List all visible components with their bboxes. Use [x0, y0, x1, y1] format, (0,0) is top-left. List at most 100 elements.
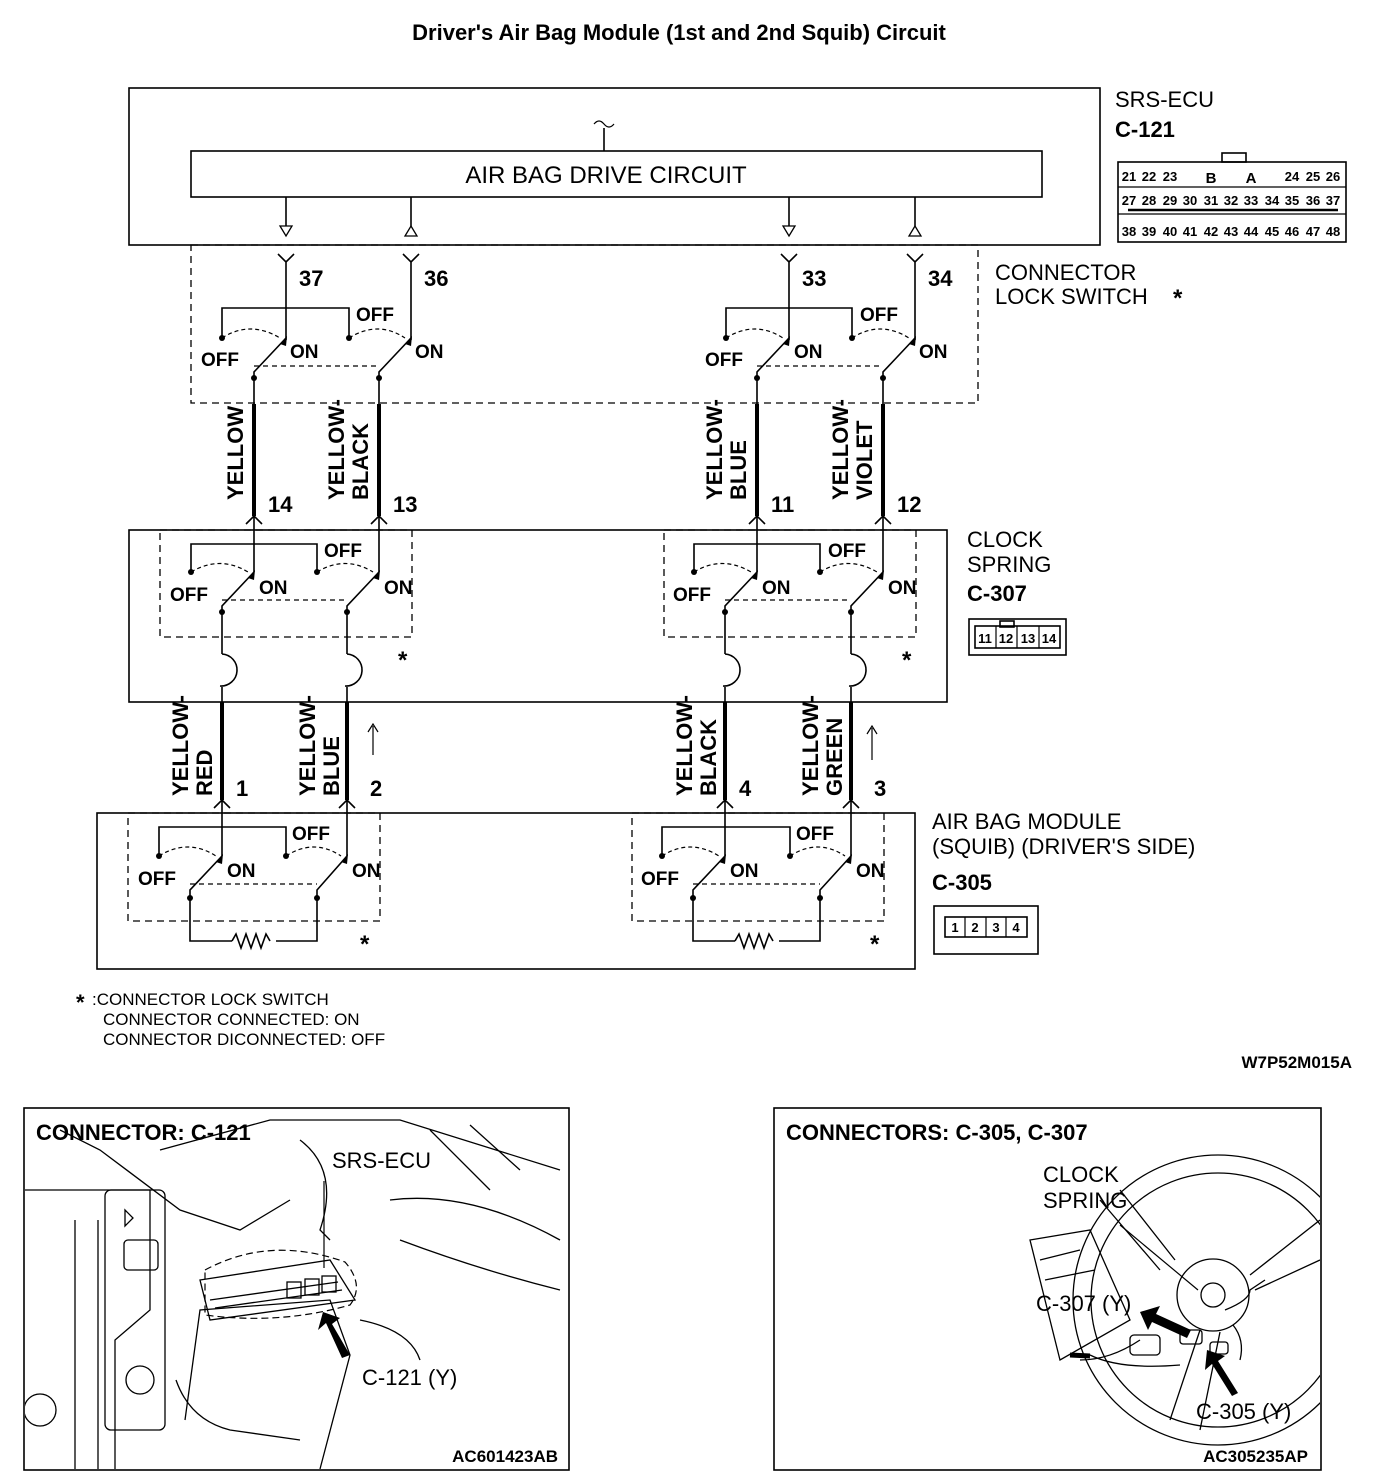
clock-spring-label-2: SPRING: [967, 552, 1051, 577]
c121-connector-face: [1117, 152, 1347, 243]
air-bag-module-box: [96, 812, 916, 970]
ecu-switch-group-right: [723, 307, 916, 404]
pin-11: 11: [771, 492, 794, 517]
panel-right-c305-label: C-305 (Y): [1196, 1399, 1291, 1424]
ecu-switch-labels: OFF ON OFF ON OFF ON OFF ON: [201, 305, 948, 371]
clock-spring-box: [128, 529, 948, 703]
svg-text:OFF: OFF: [201, 350, 239, 371]
module-star-left: *: [360, 931, 370, 958]
module-label-1: AIR BAG MODULE: [932, 809, 1121, 834]
svg-text:ON: ON: [888, 578, 917, 599]
clock-spring-label-1: CLOCK: [967, 527, 1043, 552]
clock-spring-star-left: *: [398, 647, 408, 674]
svg-text:48: 48: [1326, 224, 1340, 239]
svg-text:36: 36: [1306, 193, 1320, 208]
svg-text:ON: ON: [919, 342, 948, 363]
wire-2-color2: BLUE: [319, 736, 344, 796]
pin-4: 4: [739, 776, 752, 801]
clock-spring-star-right: *: [902, 647, 912, 674]
svg-text:32: 32: [1224, 193, 1238, 208]
svg-text:ON: ON: [730, 861, 759, 882]
svg-text:A: A: [1246, 170, 1257, 187]
panel-left-title: CONNECTOR: C-121: [36, 1120, 251, 1145]
c121-illustration: [25, 1119, 561, 1469]
wire-4-color2: BLACK: [696, 719, 721, 796]
c121-pin-row1: 21 22 23 B A 24 25 26: [1122, 169, 1340, 187]
svg-text:ON: ON: [856, 861, 885, 882]
c307-label: C-307: [967, 581, 1027, 606]
svg-text:35: 35: [1285, 193, 1299, 208]
lock-switch-region: [190, 244, 979, 404]
svg-text:39: 39: [1142, 224, 1156, 239]
svg-text:ON: ON: [384, 578, 413, 599]
footnote-line-2: CONNECTOR CONNECTED: ON: [103, 1010, 360, 1029]
svg-text:OFF: OFF: [705, 350, 743, 371]
svg-text:B: B: [1206, 170, 1217, 187]
wire-12-color2: VIOLET: [852, 420, 877, 500]
module-switches-left: [156, 826, 348, 951]
clock-spring-switch-labels: OFF ON OFF ON OFF ON OFF ON: [170, 541, 917, 606]
air-bag-drive-circuit: [190, 150, 1043, 198]
module-lock-left: [127, 812, 381, 922]
wire-3-color2: GREEN: [822, 718, 847, 796]
pin-33: 33: [802, 266, 826, 291]
pin-14: 14: [268, 492, 293, 517]
footnote-line-3: CONNECTOR DICONNECTED: OFF: [103, 1030, 385, 1049]
svg-text:OFF: OFF: [170, 585, 208, 606]
lock-switch-label-1: CONNECTOR: [995, 260, 1136, 285]
wire-13-color2: BLACK: [348, 423, 373, 500]
svg-text:26: 26: [1326, 169, 1340, 184]
svg-text:40: 40: [1163, 224, 1177, 239]
svg-text:11: 11: [978, 631, 992, 646]
c305-label: C-305: [932, 870, 992, 895]
module-label-2: (SQUIB) (DRIVER'S SIDE): [932, 834, 1195, 859]
panel-right-title: CONNECTORS: C-305, C-307: [786, 1120, 1088, 1145]
clock-spring-switches-left: [188, 543, 380, 702]
panel-c305-c307: CONNECTORS: C-305, C-307 CLOCK SPRING C-…: [773, 1107, 1322, 1471]
module-star-right: *: [870, 931, 880, 958]
lock-switch-star: *: [1173, 285, 1183, 312]
panel-left-conn-label: C-121 (Y): [362, 1365, 457, 1390]
wire-11-color2: BLUE: [726, 440, 751, 500]
pin-2: 2: [370, 776, 382, 801]
pin-13: 13: [393, 492, 417, 517]
pin-34: 34: [928, 266, 953, 291]
pin-36: 36: [424, 266, 448, 291]
svg-text:OFF: OFF: [356, 305, 394, 326]
svg-text:OFF: OFF: [641, 869, 679, 890]
wire-1-color2: RED: [192, 750, 217, 796]
svg-text:OFF: OFF: [796, 824, 834, 845]
drive-circuit-label: AIR BAG DRIVE CIRCUIT: [465, 162, 747, 189]
footnote-line-1: :CONNECTOR LOCK SWITCH: [92, 990, 329, 1009]
diagram-title: Driver's Air Bag Module (1st and 2nd Squ…: [412, 20, 946, 45]
svg-text:OFF: OFF: [324, 541, 362, 562]
svg-text:4: 4: [1012, 920, 1020, 935]
svg-text:25: 25: [1306, 169, 1320, 184]
svg-text:33: 33: [1244, 193, 1258, 208]
svg-text:44: 44: [1244, 224, 1259, 239]
wire-1-color1: YELLOW-: [168, 695, 193, 796]
svg-text:23: 23: [1163, 169, 1177, 184]
clock-spring-illustration: [1029, 1154, 1320, 1446]
panel-right-c307-label: C-307 (Y): [1036, 1291, 1131, 1316]
clock-spring-lock-left: [159, 529, 413, 638]
panel-c121: CONNECTOR: C-121 SRS-ECU C-121 (Y) AC601…: [23, 1107, 570, 1471]
ecu-outputs: [278, 197, 923, 238]
svg-text:OFF: OFF: [860, 305, 898, 326]
svg-text:ON: ON: [259, 578, 288, 599]
wire-11-color1: YELLOW-: [702, 399, 727, 500]
svg-text:ON: ON: [352, 861, 381, 882]
svg-text:ON: ON: [290, 342, 319, 363]
svg-text:31: 31: [1204, 193, 1218, 208]
panel-right-cs-label-1: CLOCK: [1043, 1162, 1119, 1187]
ecu-switch-group-left: [219, 307, 412, 404]
svg-text:3: 3: [992, 920, 999, 935]
svg-text:43: 43: [1224, 224, 1238, 239]
clock-spring-lock-right: [663, 529, 917, 638]
svg-text:ON: ON: [762, 578, 791, 599]
c307-connector-face: 11 12 13 14: [968, 618, 1067, 656]
panel-right-code: AC305235AP: [1203, 1447, 1308, 1466]
srs-ecu-label: SRS-ECU: [1115, 87, 1214, 112]
svg-text:37: 37: [1326, 193, 1340, 208]
